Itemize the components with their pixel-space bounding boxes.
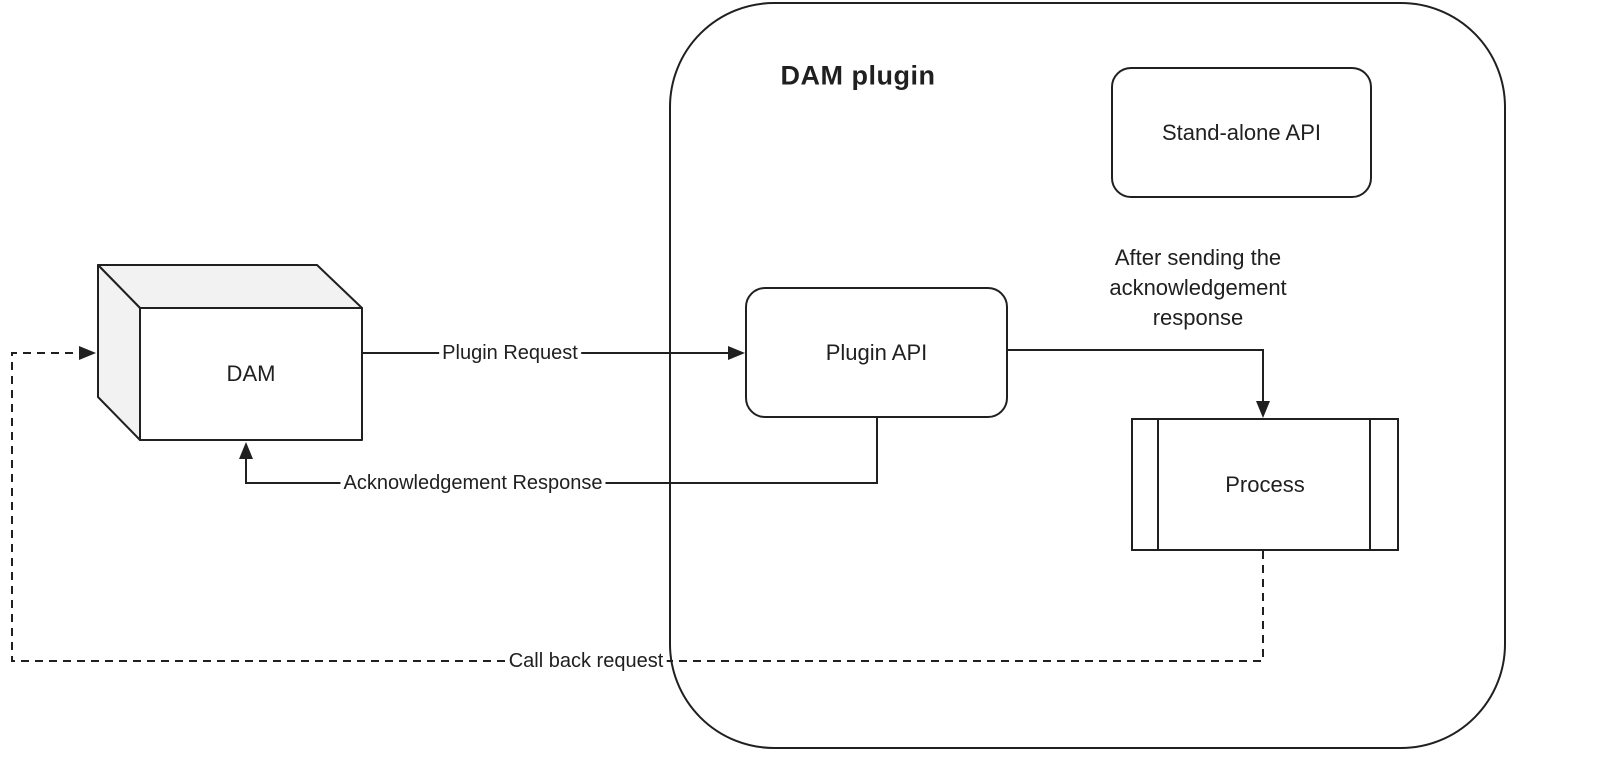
annotation-line-2: acknowledgement	[1109, 275, 1287, 300]
plugin-api-to-process-arrowhead	[1256, 401, 1270, 418]
dam-cube	[97, 264, 363, 441]
call-back-request-arrow	[11, 346, 1264, 662]
standalone-api-label: Stand-alone API	[1161, 119, 1321, 145]
acknowledgement-response-label: Acknowledgement Response	[340, 471, 606, 495]
process-right-bar	[1369, 420, 1371, 549]
standalone-api-node: Stand-alone API	[1111, 67, 1372, 198]
dam-label: DAM	[226, 361, 276, 386]
call-back-request-line	[11, 352, 1264, 662]
acknowledgement-response-arrowhead	[239, 442, 253, 459]
plugin-request-label: Plugin Request	[439, 341, 581, 365]
plugin-api-to-process-line	[1008, 349, 1264, 404]
dam-cube-front-face	[139, 307, 363, 441]
call-back-request-arrowhead	[79, 346, 96, 360]
annotation-line-3: response	[1152, 305, 1244, 330]
plugin-request-arrowhead	[728, 346, 745, 360]
call-back-request-label: Call back request	[505, 649, 667, 673]
dam-plugin-title: DAM plugin	[780, 60, 936, 91]
plugin-api-node: Plugin API	[745, 287, 1008, 418]
dam-cube-top-face	[97, 264, 363, 309]
process-left-bar	[1157, 420, 1159, 549]
process-label: Process	[1225, 471, 1305, 497]
dam-plugin-container	[669, 2, 1506, 749]
after-sending-annotation: After sending the acknowledgement respon…	[1109, 243, 1286, 333]
plugin-api-to-process-arrow	[1008, 349, 1270, 418]
process-node: Process	[1131, 418, 1399, 551]
annotation-line-1: After sending the	[1114, 245, 1282, 270]
plugin-api-label: Plugin API	[825, 339, 928, 365]
